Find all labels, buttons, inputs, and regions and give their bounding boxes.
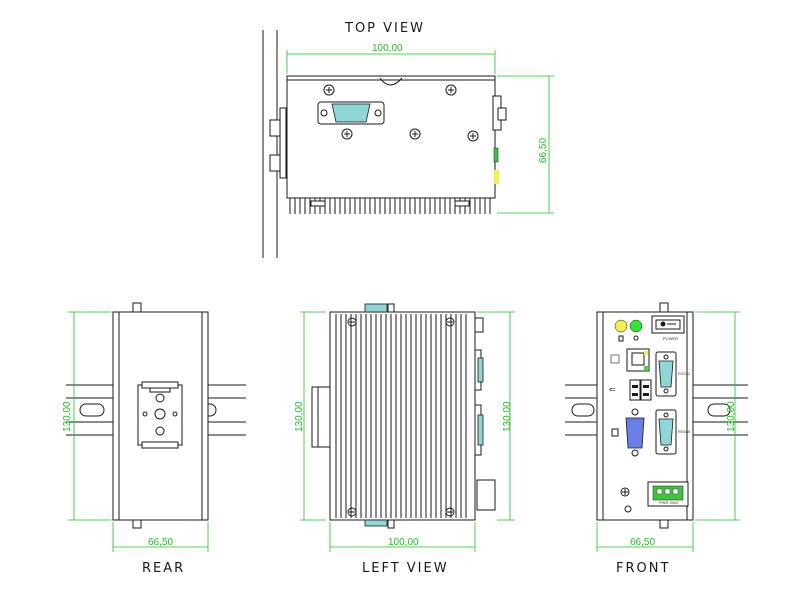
screw-group <box>323 84 479 142</box>
rear-height-dimension: 130,00 <box>62 311 111 521</box>
front-width-dimension: 66,50 <box>596 522 694 552</box>
left-view: 100,00 130,00 130,00 LEFT VIEW <box>294 303 515 576</box>
screw <box>467 130 479 142</box>
rs232-connector: RS232 <box>655 351 691 397</box>
top-connector <box>364 303 388 313</box>
screw <box>323 84 335 96</box>
top-tab <box>387 303 395 313</box>
heatsink-fins <box>289 198 491 214</box>
vga-connector <box>611 408 645 457</box>
db9-connector-top <box>317 101 385 125</box>
power-label: POWER <box>663 336 678 341</box>
terminal-side <box>476 479 496 511</box>
network-icon <box>610 354 620 364</box>
lan-port <box>610 348 650 372</box>
left-width-label: 100,00 <box>388 537 419 548</box>
left-height-dimension-left: 130,00 <box>294 311 326 521</box>
rs485-label: RS485 <box>678 429 691 434</box>
power-switch: POWER <box>651 315 685 341</box>
top-height-dimension: 66,50 <box>497 75 554 214</box>
rail-mount <box>279 107 287 179</box>
din-clip-side <box>311 386 331 448</box>
ground-screw <box>624 505 632 513</box>
led-green-icon <box>629 319 643 333</box>
screw <box>445 84 457 96</box>
rail-clip <box>269 154 281 172</box>
foot <box>310 200 326 207</box>
front-height-dimension: 130,00 <box>695 311 740 521</box>
ground-terminal: PWR GND <box>620 481 689 513</box>
ground-icon <box>620 487 630 497</box>
usb-icon: ⇐ <box>609 385 616 394</box>
rail-slot <box>571 403 595 417</box>
foot <box>454 200 470 207</box>
side-connector <box>497 107 507 121</box>
top-width-label: 100,00 <box>372 43 403 54</box>
monitor-icon <box>611 428 619 437</box>
led-yellow-icon <box>614 319 628 333</box>
left-height-label-right: 130,00 <box>502 401 513 432</box>
side-connector <box>474 317 484 333</box>
left-view-title: LEFT VIEW <box>362 561 449 576</box>
rear-height-label: 130,00 <box>62 401 73 432</box>
rear-view: 66,50 130,00 REAR <box>62 302 246 576</box>
top-tab <box>659 302 669 313</box>
usb-ports: ⇐ <box>609 379 652 401</box>
top-tab <box>132 302 142 313</box>
rail-slot <box>707 403 731 417</box>
rail-slot <box>79 403 105 417</box>
bottom-tab <box>387 519 395 529</box>
terminal-block <box>493 147 499 163</box>
pwr-gnd-label: PWR GND <box>659 500 678 505</box>
top-view-title: TOP VIEW <box>344 21 425 36</box>
rear-width-label: 66,50 <box>148 537 173 548</box>
rear-view-title: REAR <box>142 561 185 576</box>
din-clip <box>137 381 183 449</box>
left-width-dimension: 100,00 <box>329 522 476 552</box>
led-yellow <box>494 170 499 184</box>
rail-clip <box>269 119 281 137</box>
left-height-dimension-right: 130,00 <box>477 311 515 521</box>
front-view: POWER RS232 ⇐ <box>565 302 748 576</box>
power-led-icon <box>633 335 639 341</box>
left-fins <box>335 314 467 518</box>
left-height-label: 130,00 <box>294 401 305 432</box>
rs232-label: RS232 <box>678 371 691 376</box>
screw <box>341 128 353 140</box>
top-width-dimension: 100,00 <box>286 43 496 74</box>
front-view-title: FRONT <box>616 561 670 576</box>
front-width-label: 66,50 <box>630 537 655 548</box>
bottom-tab <box>132 519 142 529</box>
front-height-label: 130,00 <box>726 401 737 432</box>
top-height-label: 66,50 <box>538 138 549 163</box>
left-screws <box>347 317 455 517</box>
db9-side <box>477 357 484 383</box>
body-notch <box>379 77 403 86</box>
left-view-body <box>329 311 476 521</box>
bottom-tab <box>659 519 669 529</box>
screw <box>409 128 421 140</box>
rs485-connector: RS485 <box>655 409 691 455</box>
top-view: TOP VIEW <box>262 21 554 258</box>
hdd-icon <box>618 335 624 342</box>
rear-width-dimension: 66,50 <box>112 522 209 552</box>
bottom-connector <box>364 519 388 527</box>
top-view-body <box>286 75 496 199</box>
db9-side <box>477 414 484 446</box>
